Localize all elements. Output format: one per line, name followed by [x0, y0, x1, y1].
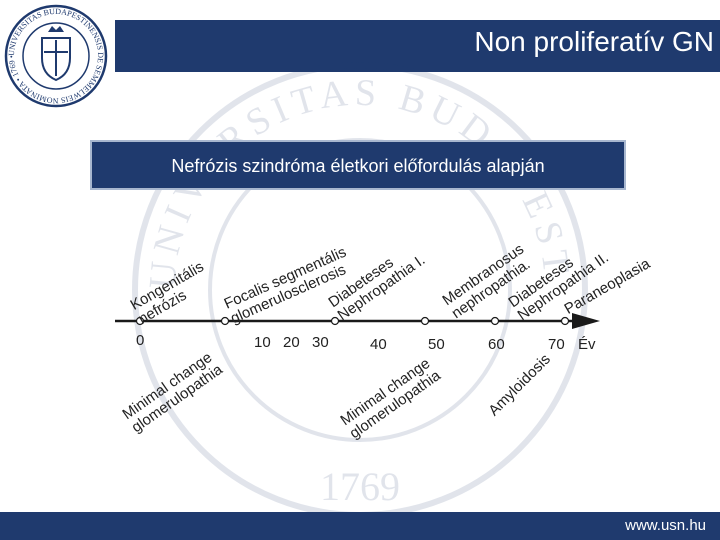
tick-marker-35	[330, 316, 340, 326]
header-bar: Non proliferatív GN	[115, 20, 720, 72]
slide-title: Non proliferatív GN	[474, 26, 714, 57]
tick-label-0: 0	[136, 332, 145, 349]
banner-title: Nefrózis szindróma életkori előfordulás …	[171, 156, 545, 176]
timeline-arrowhead	[572, 313, 600, 329]
university-seal-logo: UNIVERSITAS BUDAPESTINENSIS DE SEMMELWEI…	[4, 4, 108, 108]
axis-unit-label: Év	[578, 336, 596, 353]
watermark-year: 1769	[320, 464, 400, 509]
footer-url: www.usn.hu	[625, 517, 706, 534]
tick-label-60: 60	[488, 336, 505, 353]
tick-marker-15	[220, 316, 230, 326]
tick-label-40: 40	[370, 336, 387, 353]
tick-label-30: 30	[312, 334, 329, 351]
footer-bar: www.usn.hu	[0, 512, 720, 540]
tick-marker-60	[490, 316, 500, 326]
tick-marker-0	[135, 316, 145, 326]
tick-label-70: 70	[548, 336, 565, 353]
section-banner: Nefrózis szindróma életkori előfordulás …	[90, 140, 626, 190]
tick-label-10: 10	[254, 334, 271, 351]
tick-marker-50	[420, 316, 430, 326]
tick-label-20: 20	[283, 334, 300, 351]
tick-marker-70	[560, 316, 570, 326]
tick-label-50: 50	[428, 336, 445, 353]
